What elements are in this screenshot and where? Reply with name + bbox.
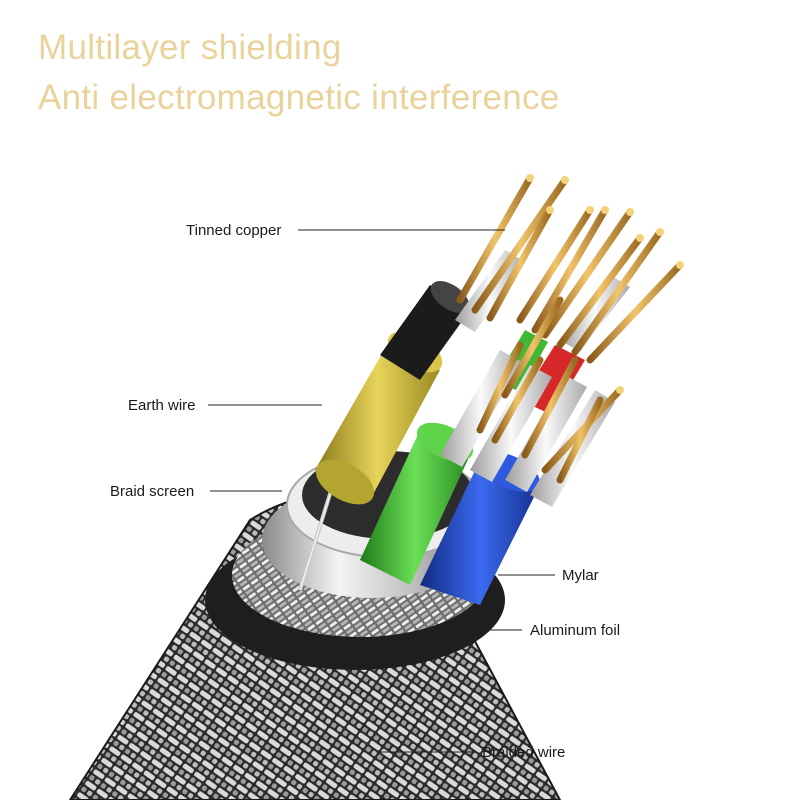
label-mylar: Mylar — [562, 567, 599, 584]
label-braid-screen: Braid screen — [110, 483, 194, 500]
headline-line-1: Multilayer shielding — [38, 28, 342, 67]
headline-line-2: Anti electromagnetic interference — [38, 78, 560, 117]
tinned-copper-strands — [456, 174, 684, 484]
label-tinned-copper: Tinned copper — [186, 222, 281, 239]
label-earth-wire: Earth wire — [128, 397, 196, 414]
label-braided-wire: Braided wire — [482, 744, 565, 761]
label-aluminum-foil: Aluminum foil — [530, 622, 620, 639]
black-core — [380, 281, 470, 380]
leader-lines — [208, 229, 555, 753]
